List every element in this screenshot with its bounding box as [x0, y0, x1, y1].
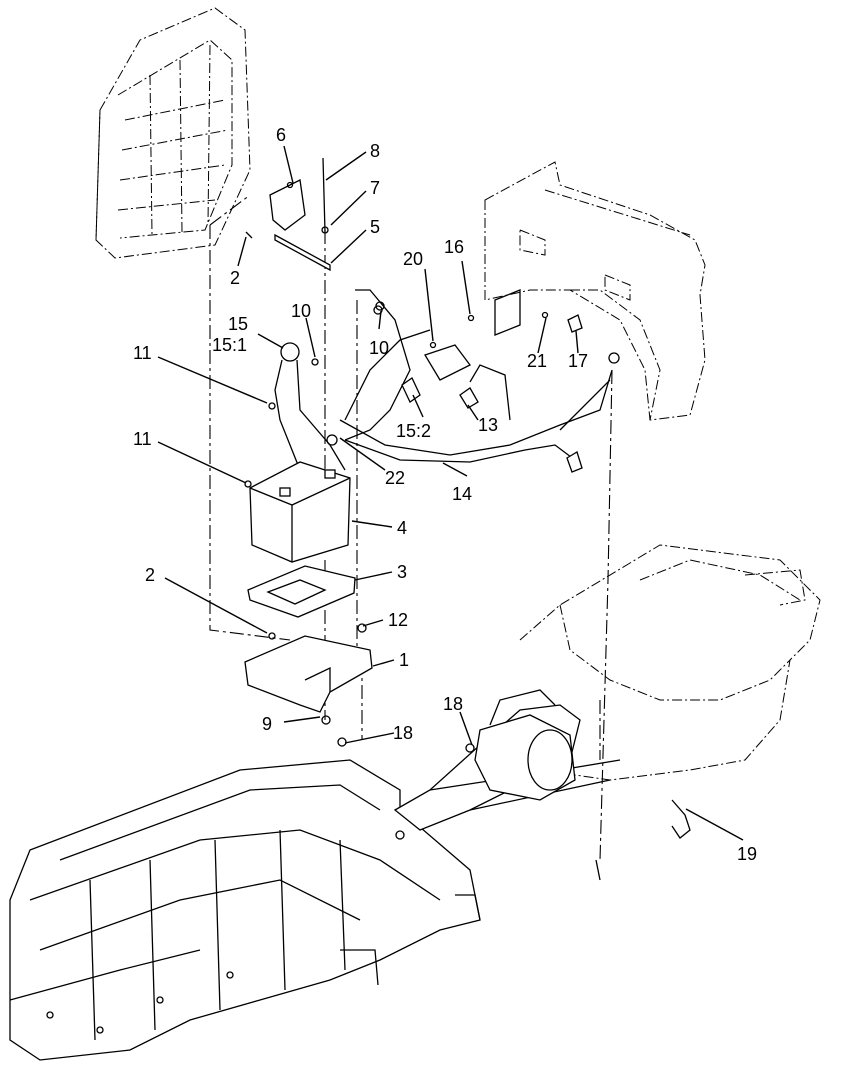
callout-21: 21	[527, 351, 547, 371]
callout-15: 15	[228, 314, 248, 334]
callout-labels: 6 8 7 5 2 20 16 10 15 15:1 10 21 17 11 1…	[133, 125, 757, 864]
callout-18-left: 18	[393, 723, 413, 743]
callout-5: 5	[370, 217, 380, 237]
callout-6: 6	[276, 125, 286, 145]
callout-22: 22	[385, 468, 405, 488]
fender-panel-phantom	[484, 161, 706, 421]
leader-lines	[157, 145, 744, 841]
part-8-rod	[321, 157, 329, 234]
starter-motor	[474, 689, 576, 801]
callout-1: 1	[399, 650, 409, 670]
part-19-pin	[671, 799, 691, 839]
fasteners	[244, 231, 620, 881]
part-15-cable	[274, 342, 346, 496]
callout-19: 19	[737, 844, 757, 864]
main-frame	[9, 759, 481, 1061]
part-3-tray	[247, 565, 356, 618]
part-1-base-plate	[244, 635, 373, 713]
part-14-harness	[339, 289, 613, 473]
callout-10-left: 10	[291, 301, 311, 321]
callout-10-right: 10	[369, 338, 389, 358]
callout-7: 7	[370, 178, 380, 198]
callout-11-upper: 11	[133, 343, 152, 363]
callout-14: 14	[452, 484, 472, 504]
callout-17: 17	[568, 351, 588, 371]
callout-4: 4	[397, 518, 407, 538]
callout-18-right: 18	[443, 694, 463, 714]
callout-15-1: 15:1	[212, 335, 247, 355]
callout-16: 16	[444, 237, 464, 257]
callout-20: 20	[403, 249, 423, 269]
callout-9: 9	[262, 714, 272, 734]
callout-11-lower: 11	[133, 429, 152, 449]
callout-8: 8	[370, 141, 380, 161]
part-5-hold-down	[274, 233, 331, 272]
part-4-battery	[249, 461, 351, 563]
callout-13: 13	[478, 415, 498, 435]
callout-2-lower: 2	[145, 565, 155, 585]
callout-3: 3	[397, 562, 407, 582]
parts-21-17-bracket	[494, 289, 583, 336]
part-6-bracket	[269, 179, 306, 231]
callout-2-upper: 2	[230, 268, 240, 288]
seat-phantom	[95, 7, 251, 259]
callout-15-2: 15:2	[396, 421, 431, 441]
callout-12: 12	[388, 610, 408, 630]
